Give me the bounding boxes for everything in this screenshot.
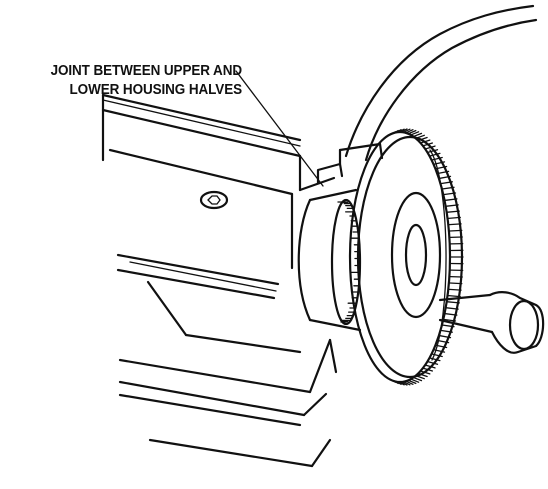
cable-icon <box>344 4 538 162</box>
knurl-tick <box>447 216 461 220</box>
knurl-tick <box>440 181 453 185</box>
knurl-tick <box>448 223 462 226</box>
knurl-tick <box>420 139 431 144</box>
knurl-tick <box>444 198 458 201</box>
knurl-tick <box>420 370 431 375</box>
knurl-tick <box>446 204 459 207</box>
knurl-tick <box>423 367 434 372</box>
knurl-tick <box>446 307 459 310</box>
knurl-tick <box>405 129 414 134</box>
knurl-tick <box>415 134 425 139</box>
knurl-tick <box>413 132 423 137</box>
knurl-tick <box>447 294 461 298</box>
knurl-tick <box>395 129 402 134</box>
knurl-tick <box>415 375 425 380</box>
knurl-tick <box>397 128 405 133</box>
knurl-tick <box>447 301 460 304</box>
knurl-tick <box>429 357 441 362</box>
knurl-tick <box>435 165 448 170</box>
collar <box>297 188 362 332</box>
knurl-tick <box>389 378 397 383</box>
knurl-tick <box>443 318 457 322</box>
callout-label: JOINT BETWEEN UPPER AND LOWER HOUSING HA… <box>26 62 243 100</box>
knurl-tick <box>439 335 452 339</box>
knurl-tick <box>435 344 448 349</box>
knurl-tick <box>410 131 420 136</box>
knurl-tick <box>447 210 460 213</box>
knurl-tick <box>442 186 455 190</box>
cap-screw-icon <box>199 190 229 210</box>
knurl-tick <box>423 142 434 147</box>
knurl-tick <box>413 377 423 382</box>
knurl-tick <box>437 339 450 344</box>
callout-line-2: LOWER HOUSING HALVES <box>69 82 243 98</box>
knurl-tick <box>448 288 462 291</box>
knurl-tick <box>402 381 411 386</box>
callout-leader-line <box>235 70 324 187</box>
knurl-tick <box>410 378 420 383</box>
handwheel-icon <box>348 128 464 386</box>
knurl-tick <box>437 170 450 175</box>
knurl-tick <box>429 152 441 157</box>
knurl-tick <box>408 379 417 385</box>
knurl-tick <box>449 282 463 285</box>
knurl-tick <box>418 136 428 141</box>
knurl-tick <box>442 324 455 328</box>
knurl-tick <box>425 364 436 369</box>
knurl-tick <box>405 380 414 385</box>
knurl-tick <box>444 313 458 316</box>
knurl-tick <box>427 361 439 365</box>
knurl-tick <box>427 149 439 153</box>
housing-body <box>101 93 384 468</box>
knurl-tick <box>402 128 411 133</box>
knurl-tick <box>425 145 436 150</box>
knurl-tick <box>449 229 463 232</box>
knurl-tick <box>418 373 428 378</box>
knurl-tick <box>400 128 408 133</box>
knurl-tick <box>440 329 453 333</box>
knurl-tick <box>408 129 417 135</box>
knurl-tick <box>439 175 452 179</box>
knurl-tick <box>443 192 457 196</box>
callout-line-1: JOINT BETWEEN UPPER AND <box>50 63 243 79</box>
knurl-tick <box>397 381 405 386</box>
knurl-tick <box>400 381 408 386</box>
crank-handle-icon <box>438 291 545 354</box>
